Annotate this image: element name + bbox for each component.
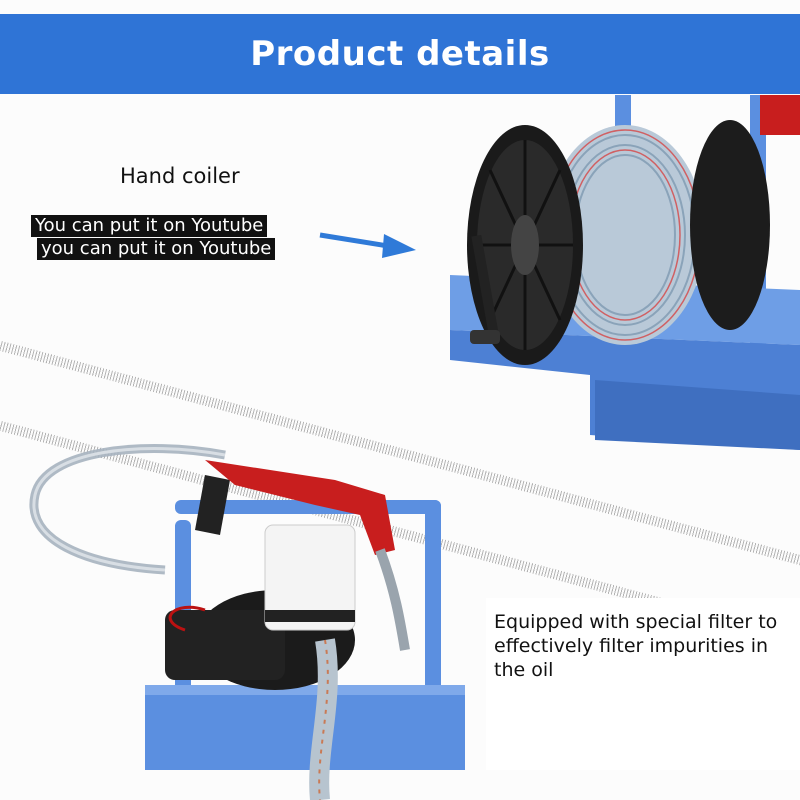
reel-heading: Hand coiler: [120, 164, 240, 188]
reel-label-line-2: you can put it on Youtube: [37, 238, 276, 260]
hose-reel-photo: [450, 95, 800, 450]
banner-title: Product details: [250, 34, 550, 74]
filter-caption-panel: [486, 598, 800, 770]
fuel-pump-photo: [29, 444, 465, 800]
banner: Product details: [0, 14, 800, 94]
filter-description: Equipped with special filter to effectiv…: [494, 611, 778, 681]
pointer-arrow-icon: [319, 232, 416, 258]
reel-label-line-1: You can put it on Youtube: [31, 215, 268, 237]
